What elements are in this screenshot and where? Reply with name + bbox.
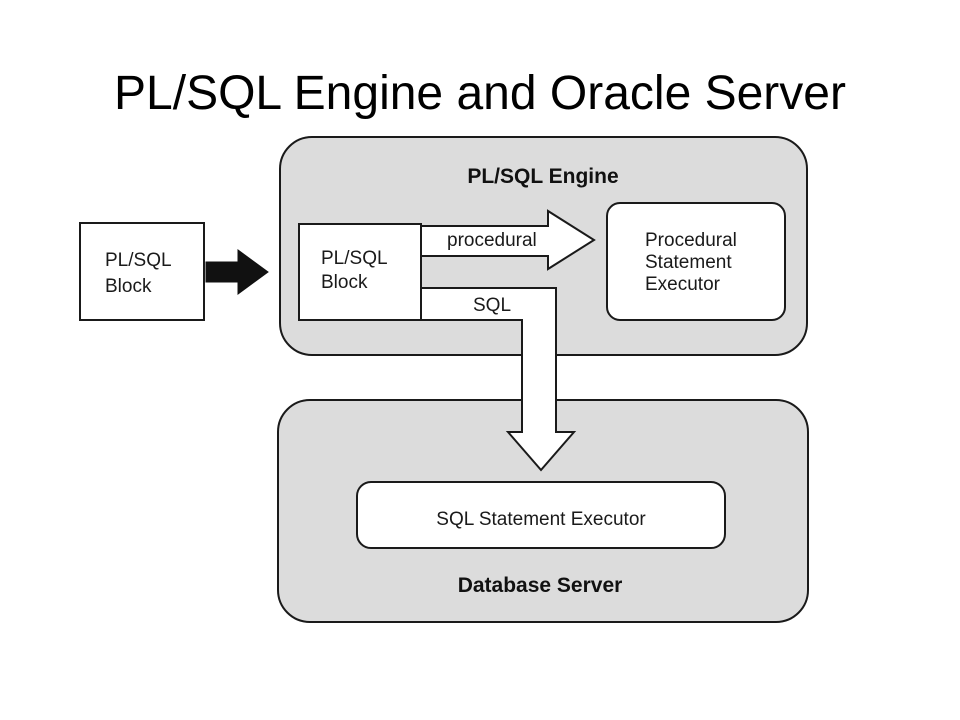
sql-arrow-label: SQL	[473, 295, 511, 316]
procedural-statement-executor	[606, 202, 786, 321]
inner-block-label-line2: Block	[321, 272, 368, 293]
sql-statement-executor	[356, 481, 726, 549]
sql-statement-executor-label: SQL Statement Executor	[436, 509, 646, 530]
input-arrow	[205, 249, 269, 295]
inner-block-label-line1: PL/SQL	[321, 248, 388, 269]
page-title: PL/SQL Engine and Oracle Server	[114, 67, 846, 120]
inner-plsql-block	[298, 223, 422, 321]
procedural-executor-line2: Statement	[645, 252, 732, 273]
outer-block-label-line1: PL/SQL	[105, 250, 172, 271]
database-server-label: Database Server	[458, 574, 623, 597]
procedural-executor-line3: Executor	[645, 274, 721, 295]
procedural-arrow-label: procedural	[447, 230, 537, 251]
procedural-executor-line1: Procedural	[645, 230, 737, 251]
procedural-arrow	[420, 209, 596, 271]
outer-block-label-line2: Block	[105, 276, 152, 297]
sql-arrow	[420, 287, 577, 472]
outer-plsql-block	[79, 222, 205, 321]
plsql-engine-label: PL/SQL Engine	[467, 165, 618, 188]
